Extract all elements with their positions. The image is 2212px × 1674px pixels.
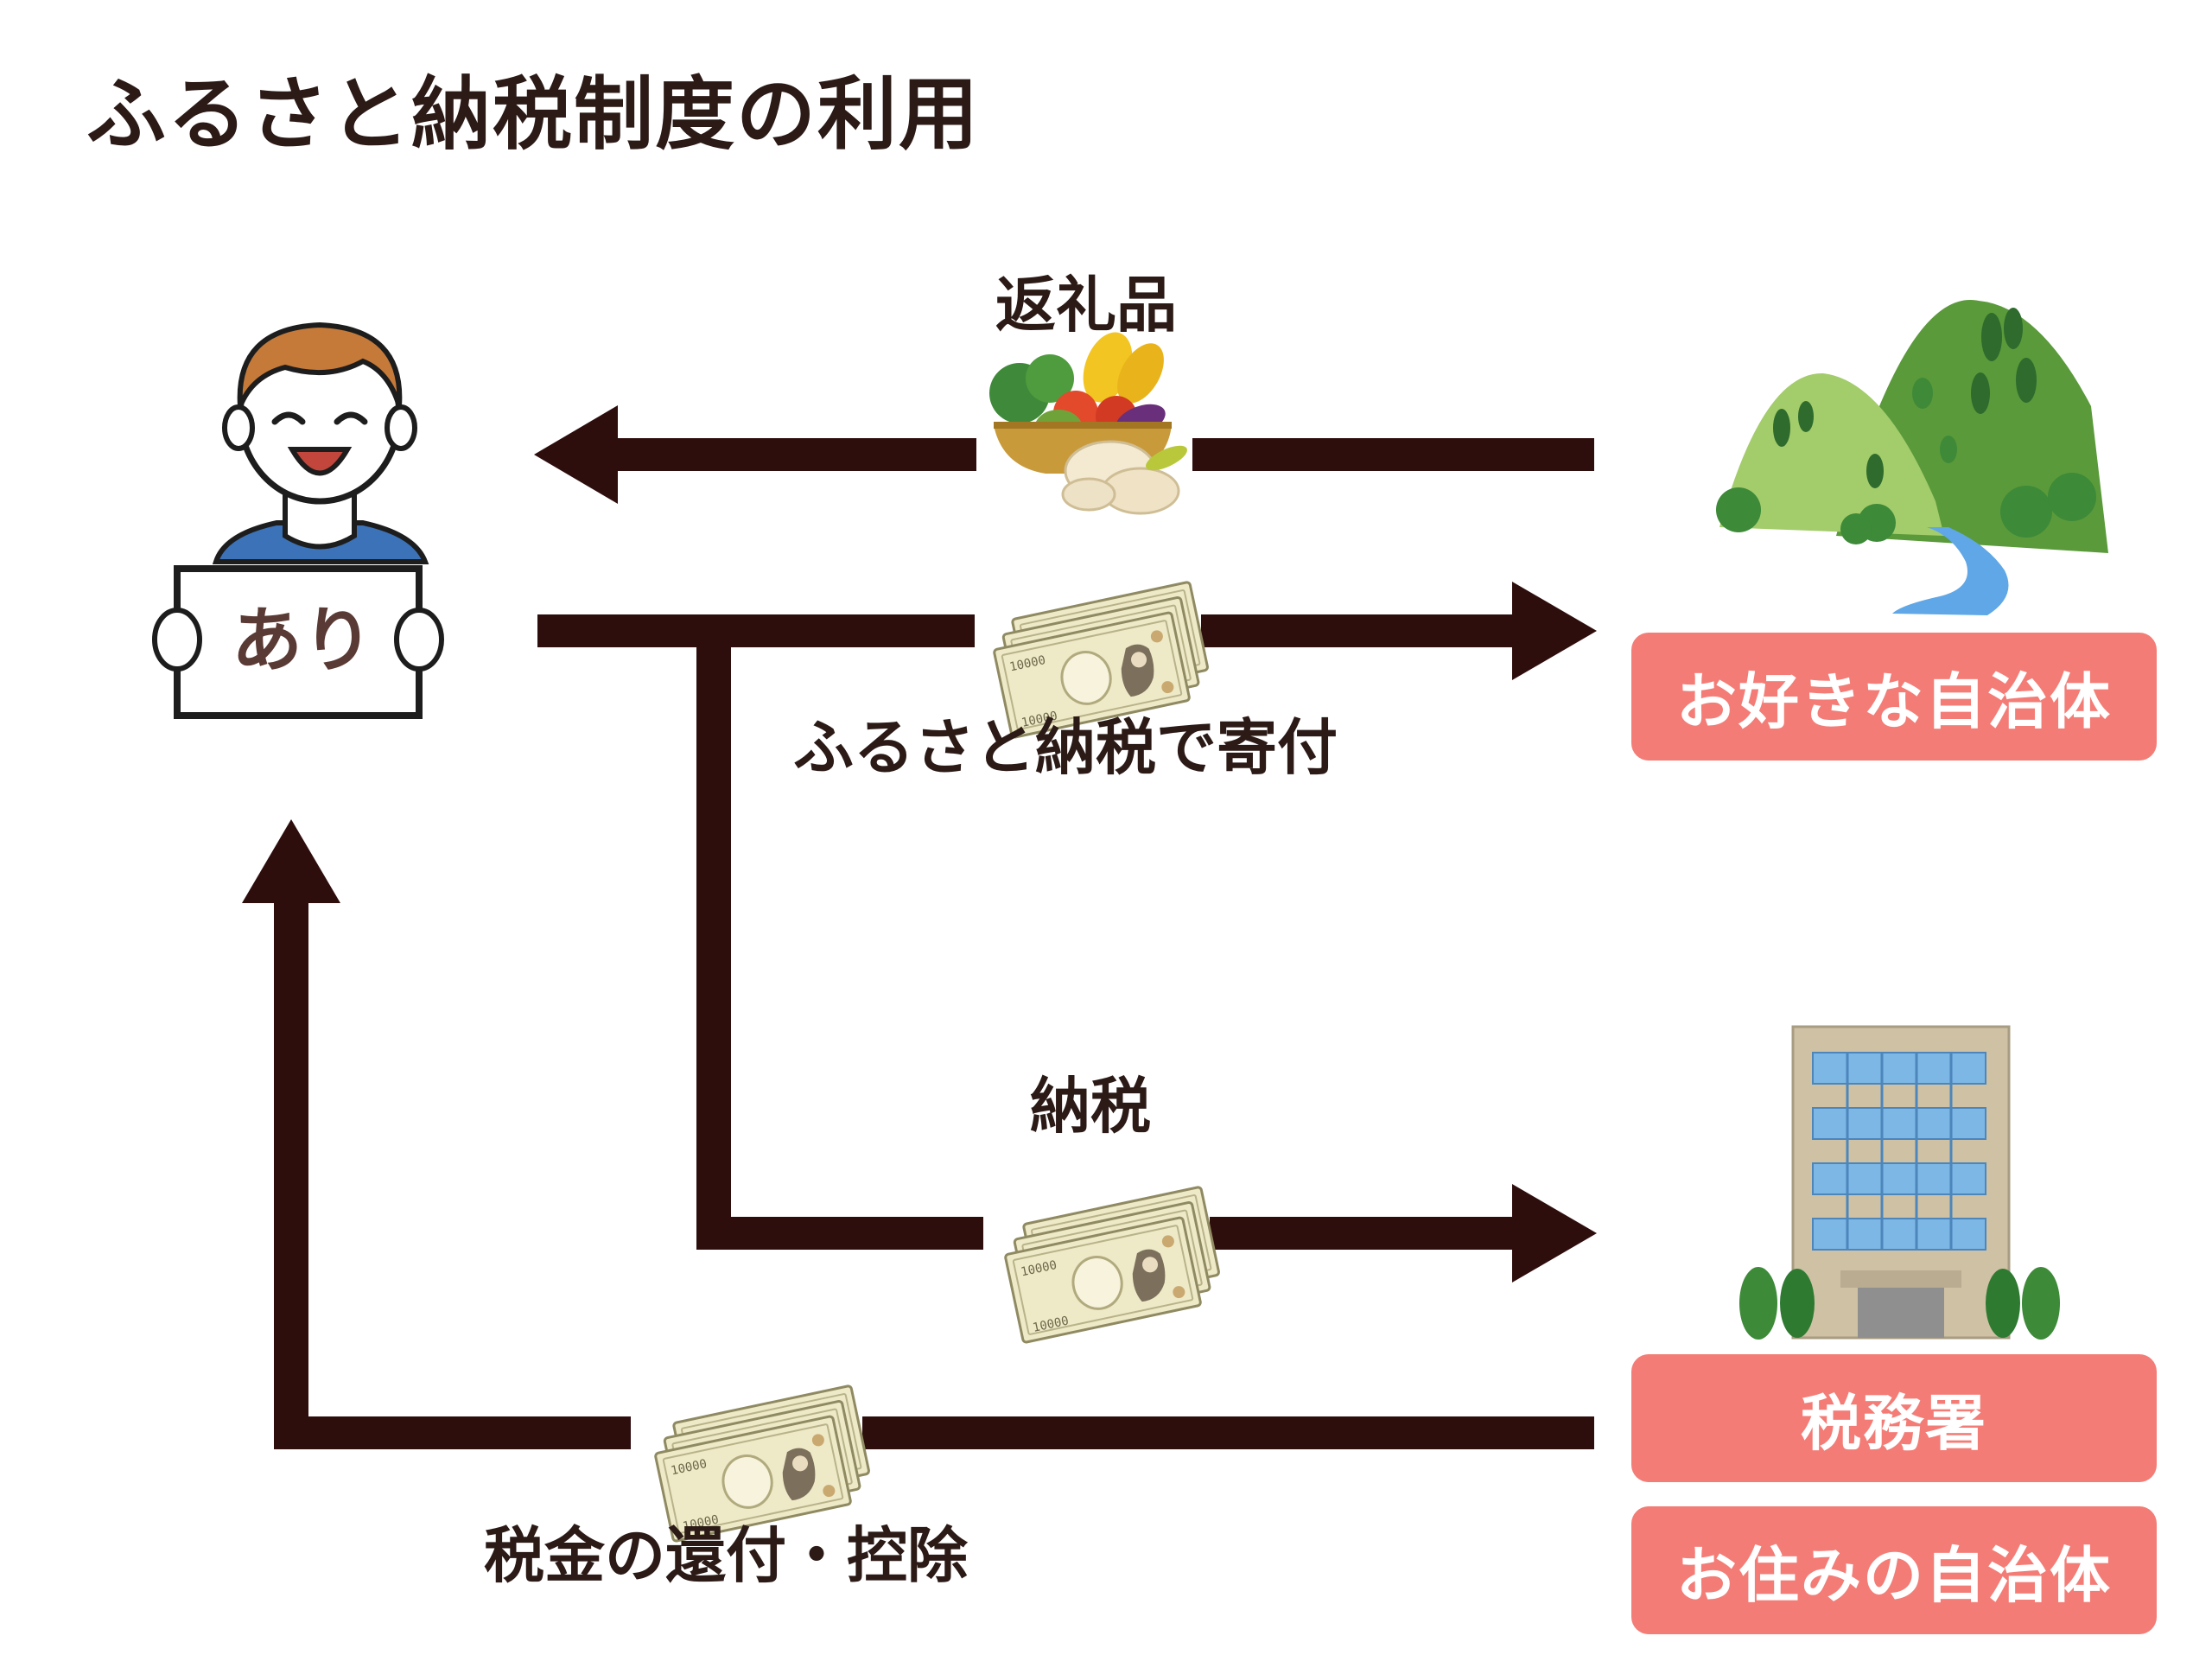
refund-arrow bbox=[242, 819, 1594, 1449]
entity-favorite-municipality: お好きな自治体 bbox=[1631, 633, 2157, 761]
vegetable-basket-icon bbox=[976, 332, 1192, 515]
banknotes-tax bbox=[983, 1187, 1224, 1343]
banknotes-donation bbox=[975, 582, 1213, 738]
office-building-icon bbox=[1739, 1025, 2060, 1340]
banknotes-refund bbox=[631, 1385, 874, 1542]
label-gift: 返礼品 bbox=[995, 269, 1177, 341]
entity-home-municipality: お住みの自治体 bbox=[1631, 1506, 2157, 1634]
label-donation: ふるさと納税で寄付 bbox=[793, 711, 1338, 783]
person-holding-sign-icon bbox=[152, 321, 444, 719]
label-tax-payment: 納税 bbox=[1030, 1070, 1151, 1142]
entity-tax-office: 税務署 bbox=[1631, 1354, 2157, 1482]
label-refund: 税金の還付・控除 bbox=[484, 1519, 968, 1591]
arrows bbox=[242, 405, 1597, 1449]
sign-text: あり bbox=[232, 599, 374, 682]
page-title: ふるさと納税制度の利用 bbox=[86, 67, 981, 161]
mountains-icon bbox=[1716, 299, 2108, 615]
